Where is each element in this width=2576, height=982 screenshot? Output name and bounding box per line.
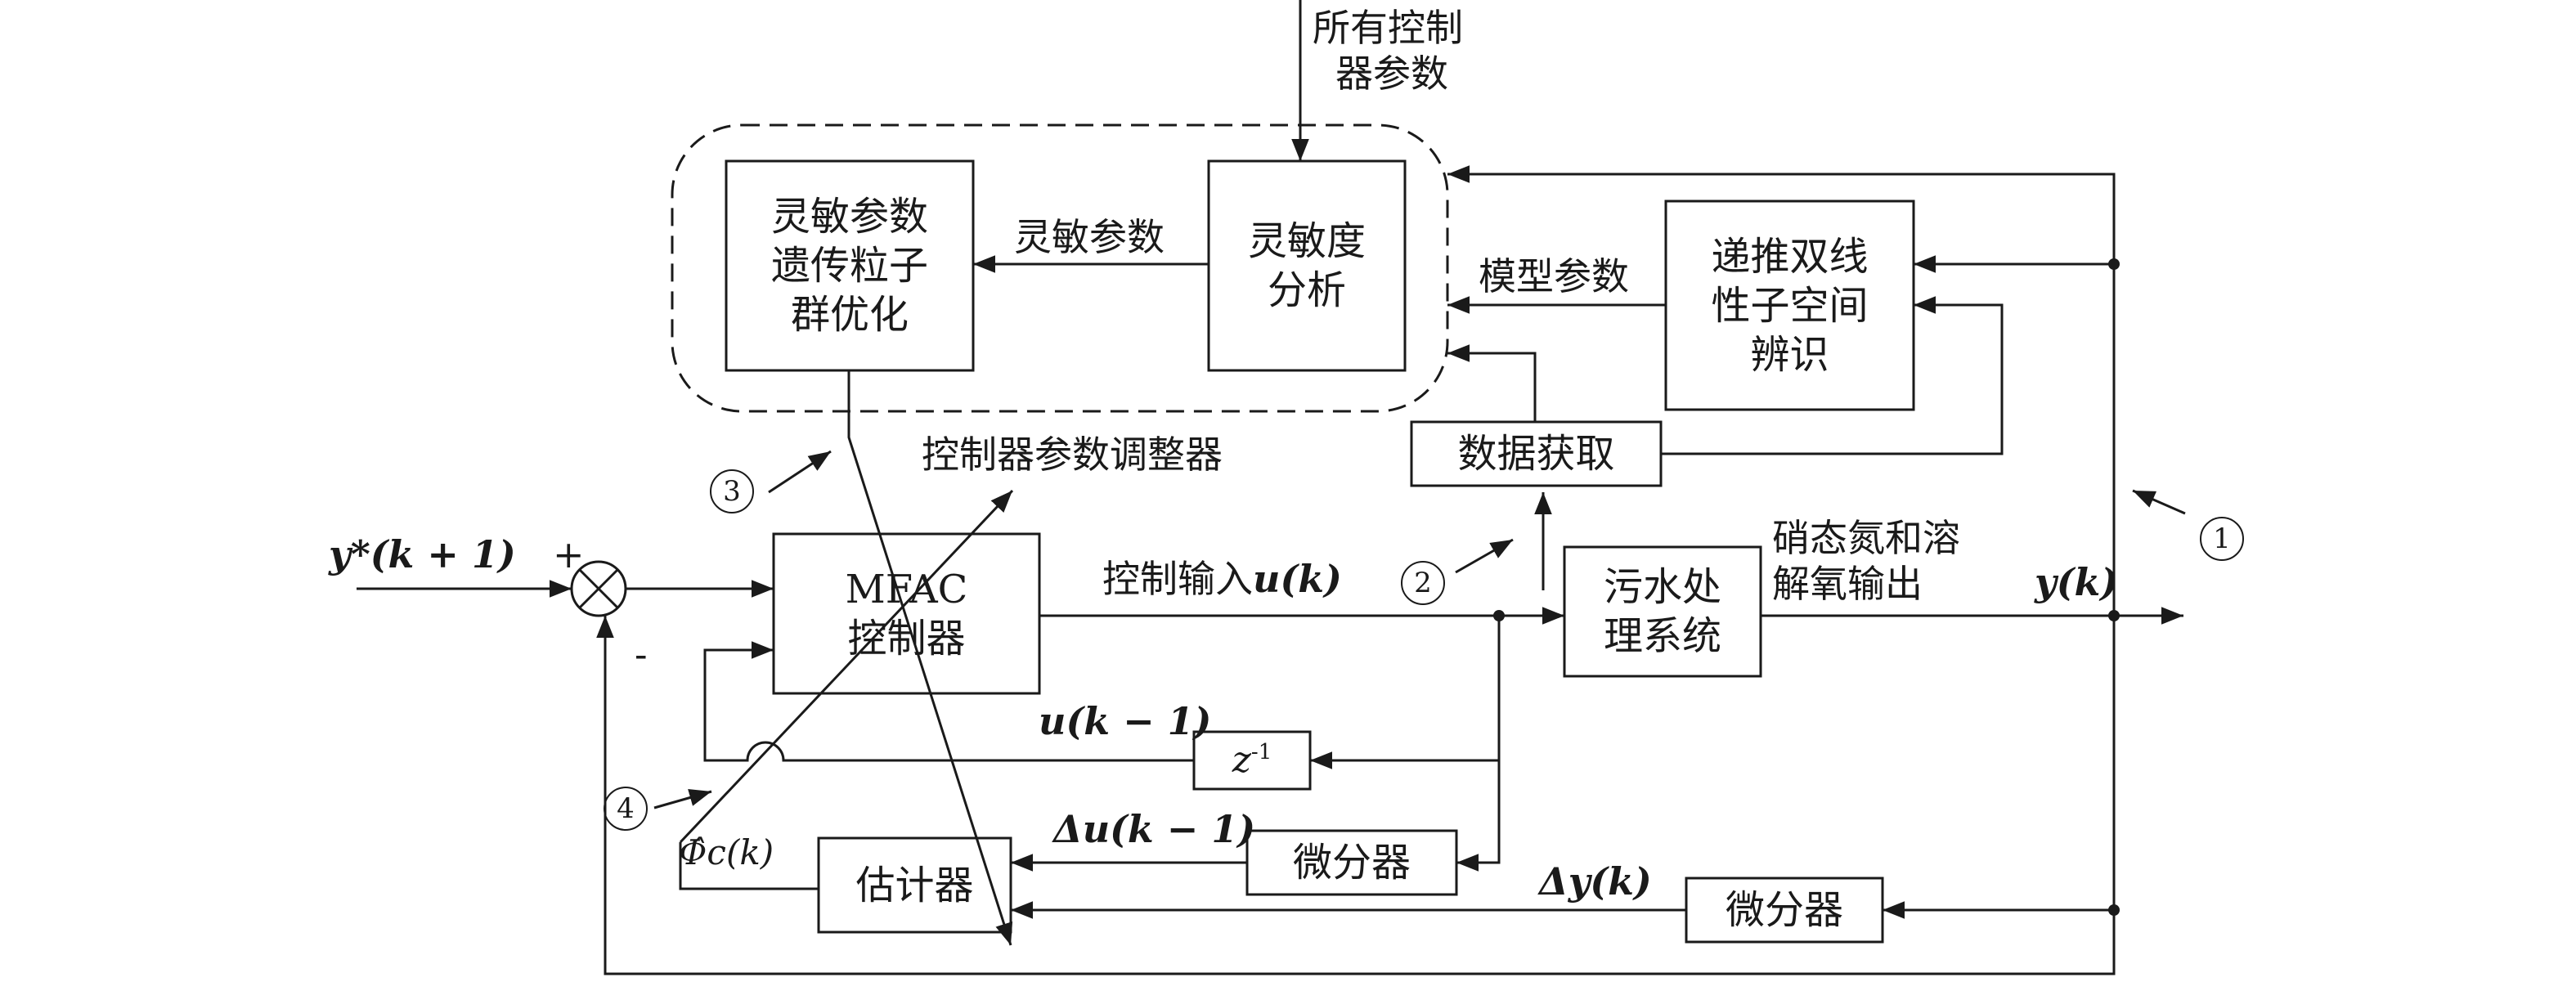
plant-line1: 污水处: [1603, 564, 1721, 610]
diff2-label: 微分器: [1725, 887, 1843, 933]
pointer-2: [1455, 538, 1514, 574]
diff2-box-text: 微分器: [1686, 878, 1883, 942]
data-acq-box-text: 数据获取: [1411, 422, 1661, 486]
sum-cross-b: [578, 568, 619, 609]
line-phi: [679, 842, 819, 890]
output-desc-line2: 解氧输出: [1772, 562, 1923, 606]
marker-1: 1: [2200, 517, 2244, 561]
mfac-box: [772, 532, 1041, 695]
pso-line3: 群优化: [790, 292, 909, 338]
estimator-box-text: 估计器: [819, 838, 1011, 932]
delay-box-text: z-1: [1194, 732, 1310, 789]
output-desc-line1: 硝态氮和溶: [1772, 516, 1960, 560]
pso-box-text: 灵敏参数 遗传粒子 群优化: [726, 161, 973, 370]
adjuster-dashed-region: [671, 123, 1449, 413]
ref-input-label: y*(k + 1): [329, 532, 516, 576]
estimator-label: 估计器: [855, 862, 974, 908]
arrow-phi-to-adjuster: [679, 489, 1014, 844]
junction-dot-output: [2108, 610, 2120, 621]
ident-line3: 辨识: [1750, 331, 1829, 378]
adjuster-label: 控制器参数调整器: [922, 433, 1223, 477]
delta-y-label: Δy(k): [1539, 859, 1652, 904]
ident-line2: 性子空间: [1711, 282, 1869, 329]
arrow-output-to-region: [1447, 165, 2116, 616]
control-input-sym: u(k): [1253, 557, 1342, 601]
diff1-box-text: 微分器: [1247, 831, 1456, 895]
model-param-label: 模型参数: [1479, 254, 1629, 298]
diff1-label: 微分器: [1292, 840, 1411, 886]
control-input-label: 控制输入u(k): [1102, 556, 1342, 602]
arrow-feedback: [596, 616, 2116, 975]
plus-sign: +: [553, 532, 585, 576]
mfac-box-text: MFAC 控制器: [774, 534, 1039, 693]
mfac-line2: 控制器: [847, 615, 966, 661]
plant-line2: 理系统: [1603, 613, 1721, 659]
identification-box-text: 递推双线 性子空间 辨识: [1666, 201, 1914, 410]
junction-dot-uk: [1493, 610, 1505, 621]
pointer-4: [653, 789, 712, 809]
u-prev-label: u(k − 1): [1039, 699, 1212, 743]
arrow-data-to-region: [1447, 344, 1537, 422]
marker-3: 3: [710, 469, 754, 513]
sensitivity-box: [1207, 159, 1407, 372]
sensitivity-line1: 灵敏度: [1247, 218, 1366, 264]
data-acq-label: 数据获取: [1457, 431, 1615, 477]
pso-line1: 灵敏参数: [770, 194, 928, 240]
plant-box-text: 污水处 理系统: [1564, 547, 1761, 676]
plant-box: [1563, 545, 1762, 678]
pointer-1: [2132, 489, 2186, 515]
sensitivity-box-text: 灵敏度 分析: [1209, 161, 1405, 370]
top-input-label: 所有控制 器参数: [1313, 5, 1509, 96]
mfac-line1: MFAC: [845, 566, 968, 612]
output-sym-label: y(k): [2035, 560, 2119, 604]
top-input-line2: 器参数: [1335, 52, 1448, 96]
phi-label: Φ̂c(k): [679, 832, 774, 872]
output-desc-label: 硝态氮和溶 解氧输出: [1772, 515, 1960, 607]
delta-u-label: Δu(k − 1): [1053, 807, 1256, 851]
junction-dot-top: [2108, 258, 2120, 270]
arrow-u-prev: [703, 641, 1194, 762]
sensitivity-line2: 分析: [1267, 267, 1346, 313]
delay-label: z: [1232, 739, 1251, 781]
arrow-pso-to-estimator: [847, 370, 1013, 946]
arrow-to-diff1: [1456, 616, 1501, 872]
pointer-3: [768, 450, 832, 494]
delay-sup: -1: [1250, 740, 1272, 765]
sens-param-label: 灵敏参数: [1014, 215, 1165, 259]
arrow-data-to-ident: [1661, 296, 2004, 455]
junction-dot-diff2: [2108, 904, 2120, 916]
ident-line1: 递推双线: [1711, 233, 1869, 280]
pso-line2: 遗传粒子: [770, 243, 928, 289]
estimator-box: [817, 836, 1012, 934]
top-input-line1: 所有控制: [1313, 6, 1463, 50]
marker-4: 4: [604, 787, 648, 831]
control-input-text: 控制输入: [1102, 557, 1253, 601]
marker-2: 2: [1401, 561, 1445, 605]
minus-sign: -: [635, 632, 648, 676]
